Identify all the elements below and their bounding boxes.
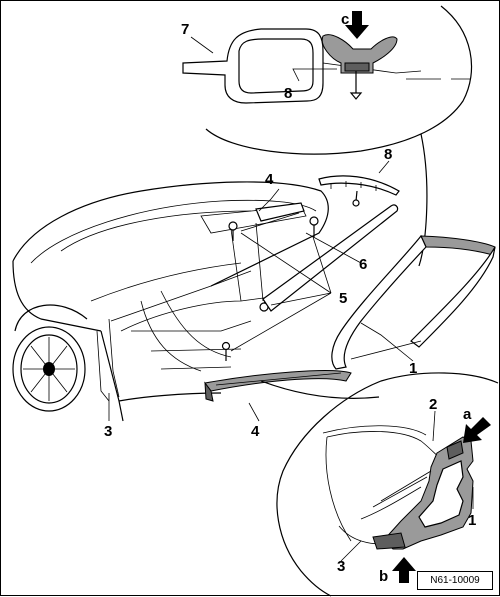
leader-lines — [108, 36, 474, 562]
callout-8-top: 8 — [284, 85, 292, 102]
section-detail — [322, 425, 474, 550]
arrow-label-c: c — [341, 11, 349, 28]
arrow-label-a: a — [463, 406, 472, 423]
roof-frame-trim — [331, 234, 496, 370]
callout-8-mid: 8 — [384, 146, 392, 163]
callout-7: 7 — [181, 21, 189, 38]
top-detail-clip — [321, 34, 398, 100]
callout-1-detail: 1 — [468, 512, 476, 529]
callout-4-bottom: 4 — [251, 423, 260, 440]
a-pillar-trim-upper — [255, 202, 305, 222]
arrow-label-b: b — [379, 568, 388, 585]
callout-3-left: 3 — [104, 423, 112, 440]
roof-rail-trim — [262, 204, 399, 312]
callout-3-detail: 3 — [337, 558, 345, 575]
arrow-a — [463, 417, 491, 443]
arrow-c — [345, 11, 369, 39]
callout-1-main: 1 — [409, 360, 417, 377]
car-body — [12, 181, 329, 422]
a-pillar-trim-ridge — [240, 212, 300, 232]
top-trim-frame — [182, 28, 471, 104]
arrow-b — [392, 557, 416, 583]
top-detail-pointer — [418, 133, 428, 267]
bottom-detail-bubble — [260, 372, 499, 597]
top-detail-bubble — [205, 5, 473, 155]
screws — [221, 216, 319, 361]
callout-5: 5 — [339, 290, 347, 307]
callout-6: 6 — [359, 256, 367, 273]
callout-4-top: 4 — [265, 171, 274, 188]
callout-2: 2 — [429, 396, 437, 413]
clip-strip — [318, 175, 400, 207]
front-wheel — [12, 304, 88, 412]
sill-trim — [204, 370, 352, 402]
reference-code: N61-10009 — [417, 571, 493, 590]
